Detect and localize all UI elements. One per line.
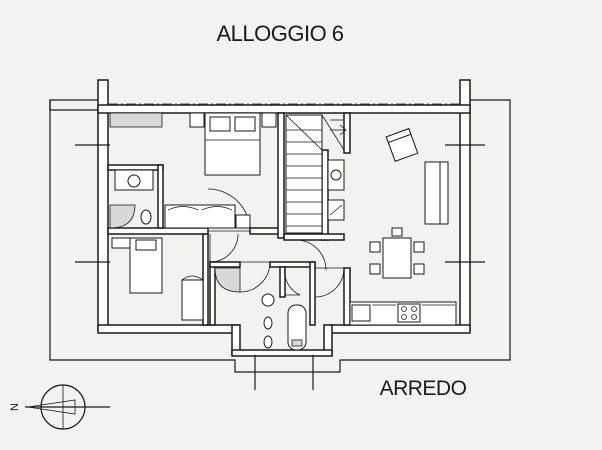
plan-title: ALLOGGIO 6 (216, 21, 343, 46)
toilet (263, 335, 273, 349)
interior-walls (107, 112, 351, 326)
stove (397, 303, 421, 323)
legend-label: ARREDO (380, 377, 467, 400)
chair (413, 241, 425, 253)
chair (369, 241, 381, 253)
bidet (263, 316, 273, 330)
living-room (349, 128, 457, 326)
armchair (181, 279, 204, 321)
main-bathroom (214, 267, 307, 351)
ensuite-bathroom (109, 169, 154, 229)
kitchen-sink (351, 304, 371, 322)
staircase (285, 114, 347, 234)
wardrobe (164, 204, 236, 229)
dining-table (382, 237, 412, 279)
bathtub (287, 304, 307, 351)
sink (127, 174, 141, 188)
chair (391, 227, 403, 237)
north-label: N (9, 403, 21, 411)
shower-tray (109, 204, 136, 229)
shower-tray (214, 267, 241, 293)
sink (261, 293, 275, 307)
single-bedroom (111, 237, 204, 321)
utility-closet (327, 159, 345, 221)
toilet (140, 209, 152, 225)
chair (413, 263, 425, 275)
nightstand (261, 112, 277, 128)
window-markers (75, 144, 485, 390)
chair (369, 263, 381, 275)
stair-arrow-icon (339, 124, 347, 136)
master-bedroom (109, 112, 277, 229)
north-arrow-icon (25, 384, 110, 430)
nightstand (189, 112, 205, 128)
